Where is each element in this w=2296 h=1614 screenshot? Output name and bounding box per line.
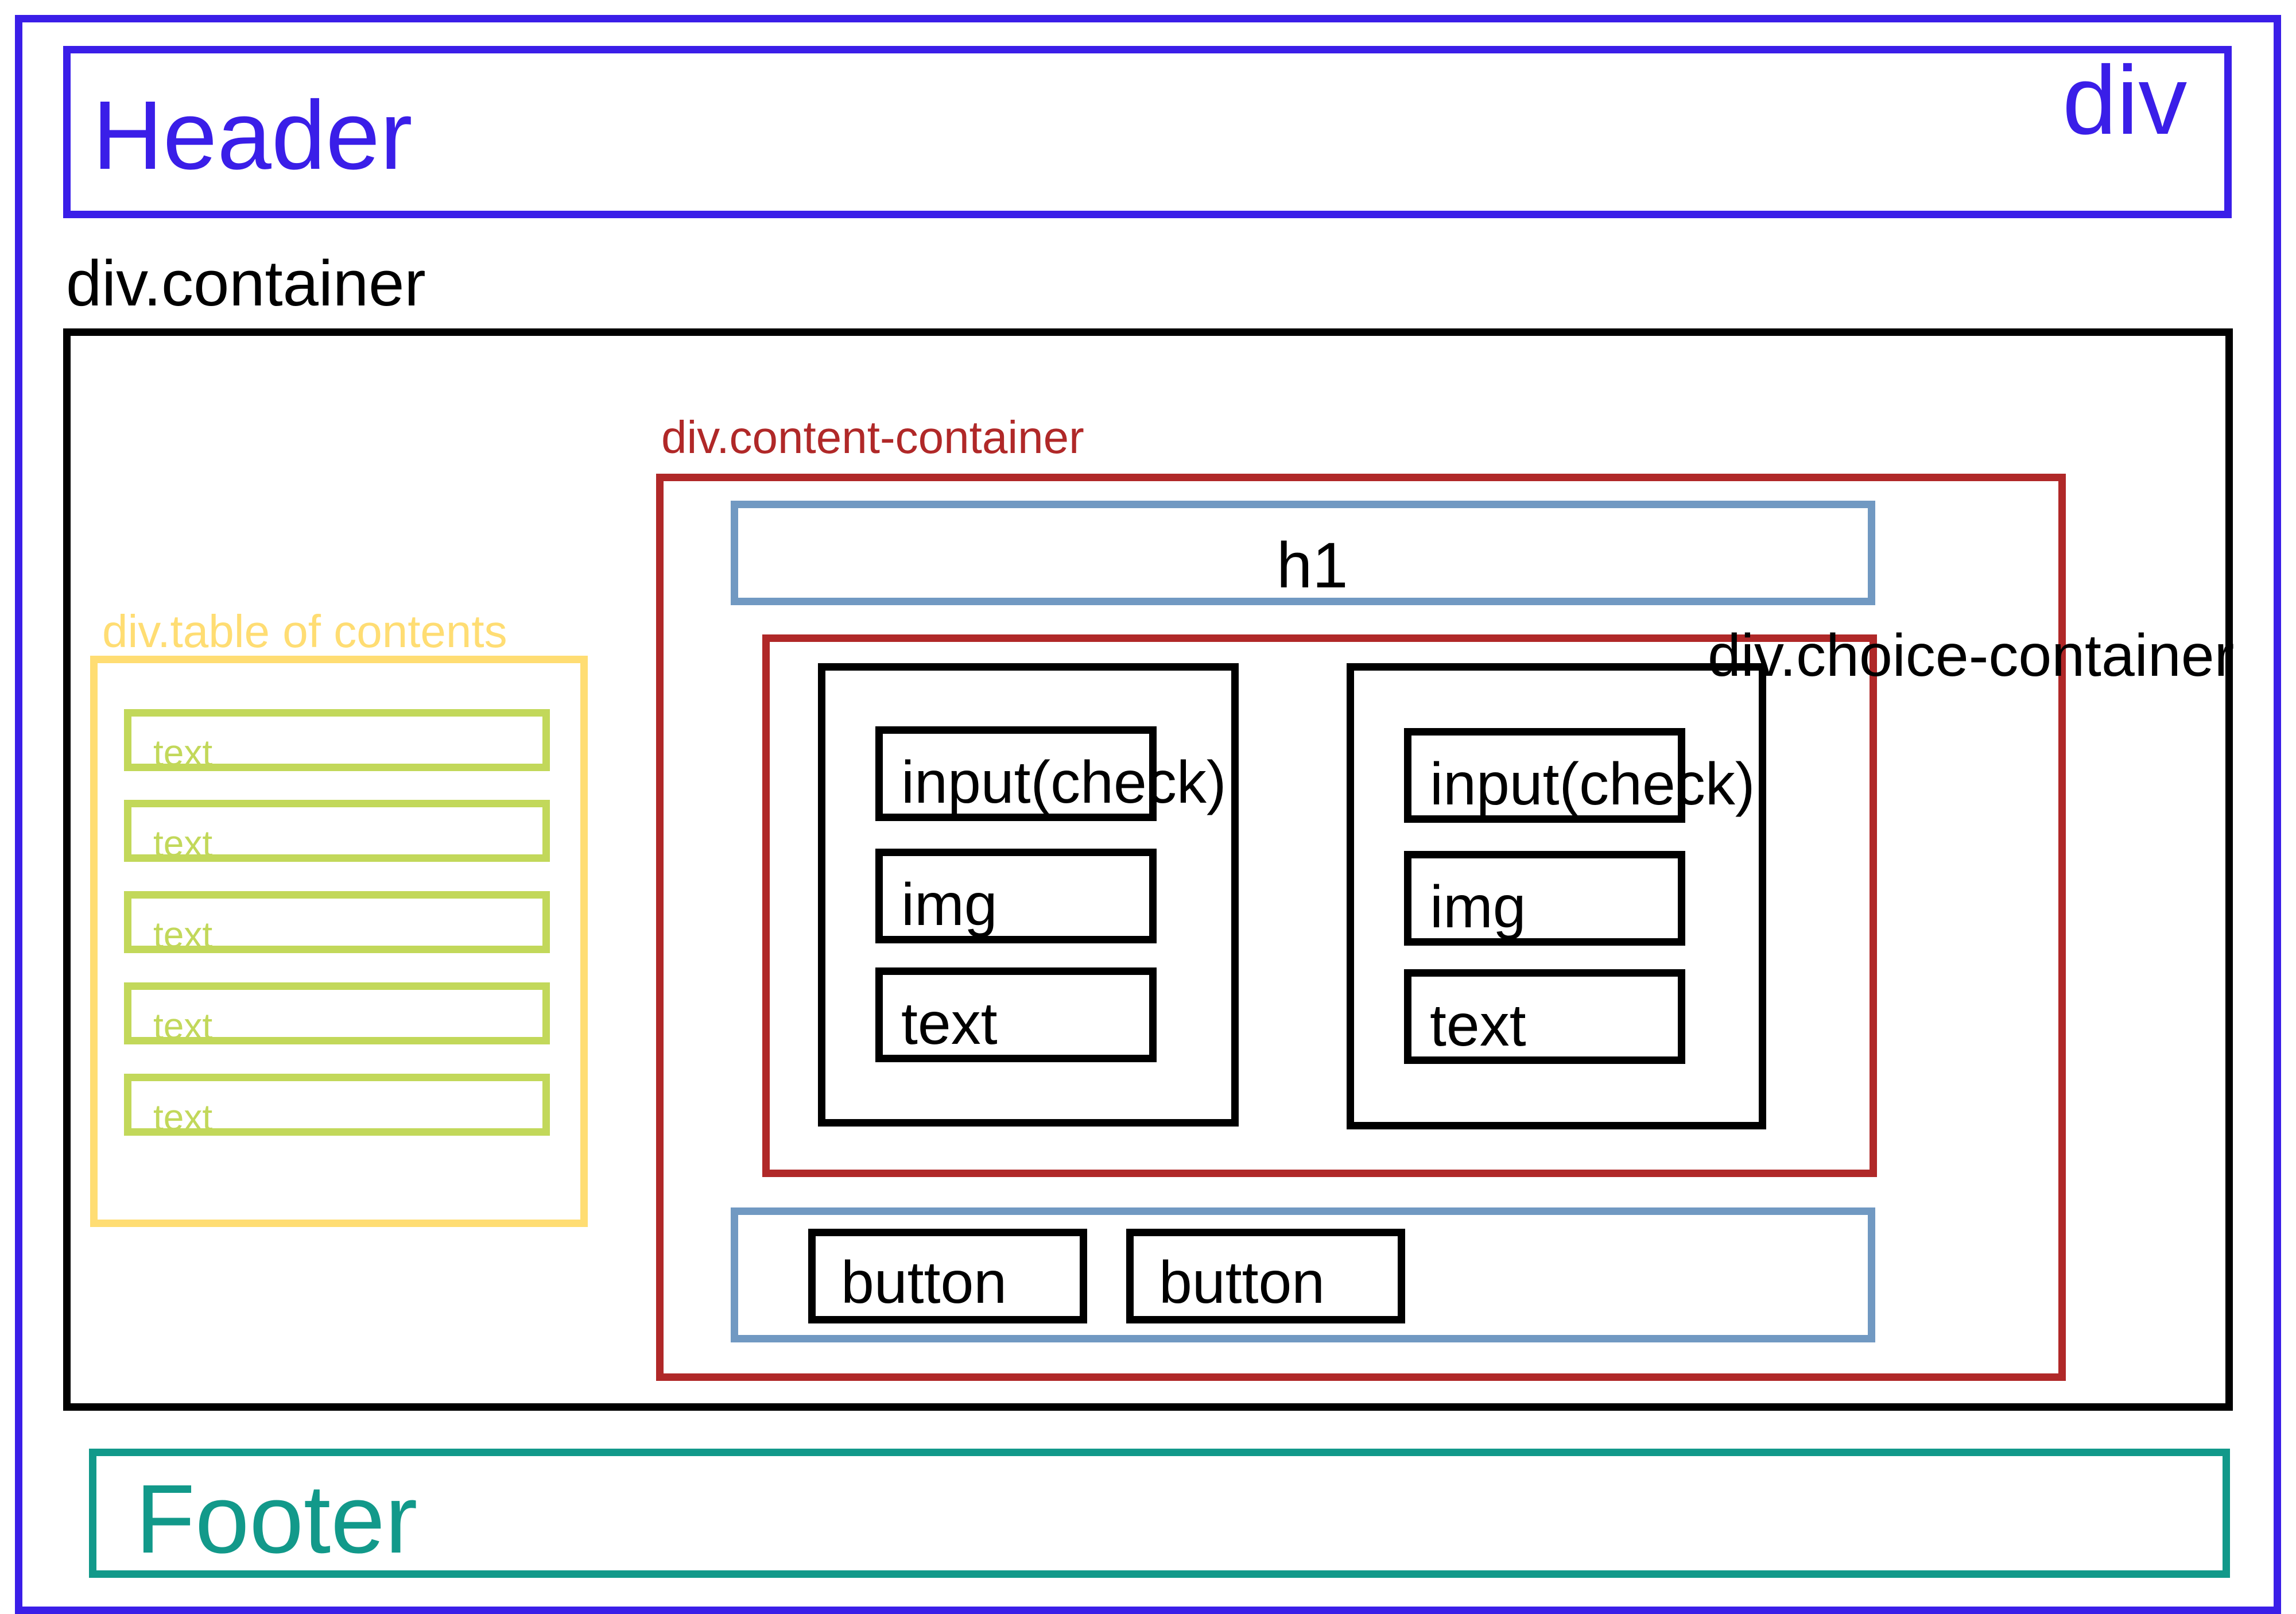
choice-container-label: div.choice-container (1708, 622, 2235, 689)
text-placeholder: text (1404, 969, 1685, 1064)
footer-label: Footer (135, 1465, 418, 1574)
text-placeholder: text (875, 967, 1157, 1062)
choice-card (1347, 663, 1766, 1129)
button-bar-box (731, 1207, 1875, 1342)
toc-item: text (124, 891, 550, 955)
button-label: button (841, 1249, 1007, 1316)
image-placeholder: img (875, 849, 1157, 943)
checkbox-input-label: input(check) (901, 749, 1227, 816)
checkbox-input-label: input(check) (1430, 751, 1755, 818)
toc-item: text (124, 1074, 550, 1138)
checkbox-input[interactable]: input(check) (1404, 728, 1755, 823)
toc-box (90, 656, 588, 1227)
text-placeholder-label: text (1430, 992, 1526, 1059)
toc-item-label: text (153, 1097, 213, 1138)
toc-item: text (124, 709, 550, 773)
choice-container-box (762, 634, 1877, 1177)
image-placeholder-label: img (1430, 874, 1526, 940)
text-placeholder-label: text (901, 990, 998, 1057)
header-box: Header (63, 46, 2232, 218)
toc-item-label: text (153, 1005, 213, 1047)
toc-label: div.table of contents (102, 606, 507, 657)
h1-box: h1 (731, 501, 1875, 605)
button[interactable]: button (1126, 1229, 1405, 1323)
content-container-box (656, 474, 2066, 1381)
image-placeholder-label: img (901, 872, 998, 938)
toc-item: text (124, 800, 550, 864)
checkbox-input[interactable]: input(check) (875, 726, 1226, 821)
toc-item-label: text (153, 823, 213, 864)
button[interactable]: button (808, 1229, 1087, 1323)
h1-label: h1 (1277, 529, 1348, 601)
button-label: button (1159, 1249, 1325, 1316)
container-label: div.container (66, 247, 426, 319)
image-placeholder: img (1404, 851, 1685, 946)
header-label: Header (92, 81, 413, 190)
content-container-label: div.content-container (661, 412, 1084, 463)
container-box (63, 328, 2233, 1411)
outer-div-label: div (2062, 46, 2188, 155)
toc-item: text (124, 982, 550, 1047)
choice-card (818, 663, 1239, 1127)
toc-item-label: text (153, 732, 213, 773)
toc-item-label: text (153, 914, 213, 955)
footer-box: Footer (89, 1449, 2230, 1578)
